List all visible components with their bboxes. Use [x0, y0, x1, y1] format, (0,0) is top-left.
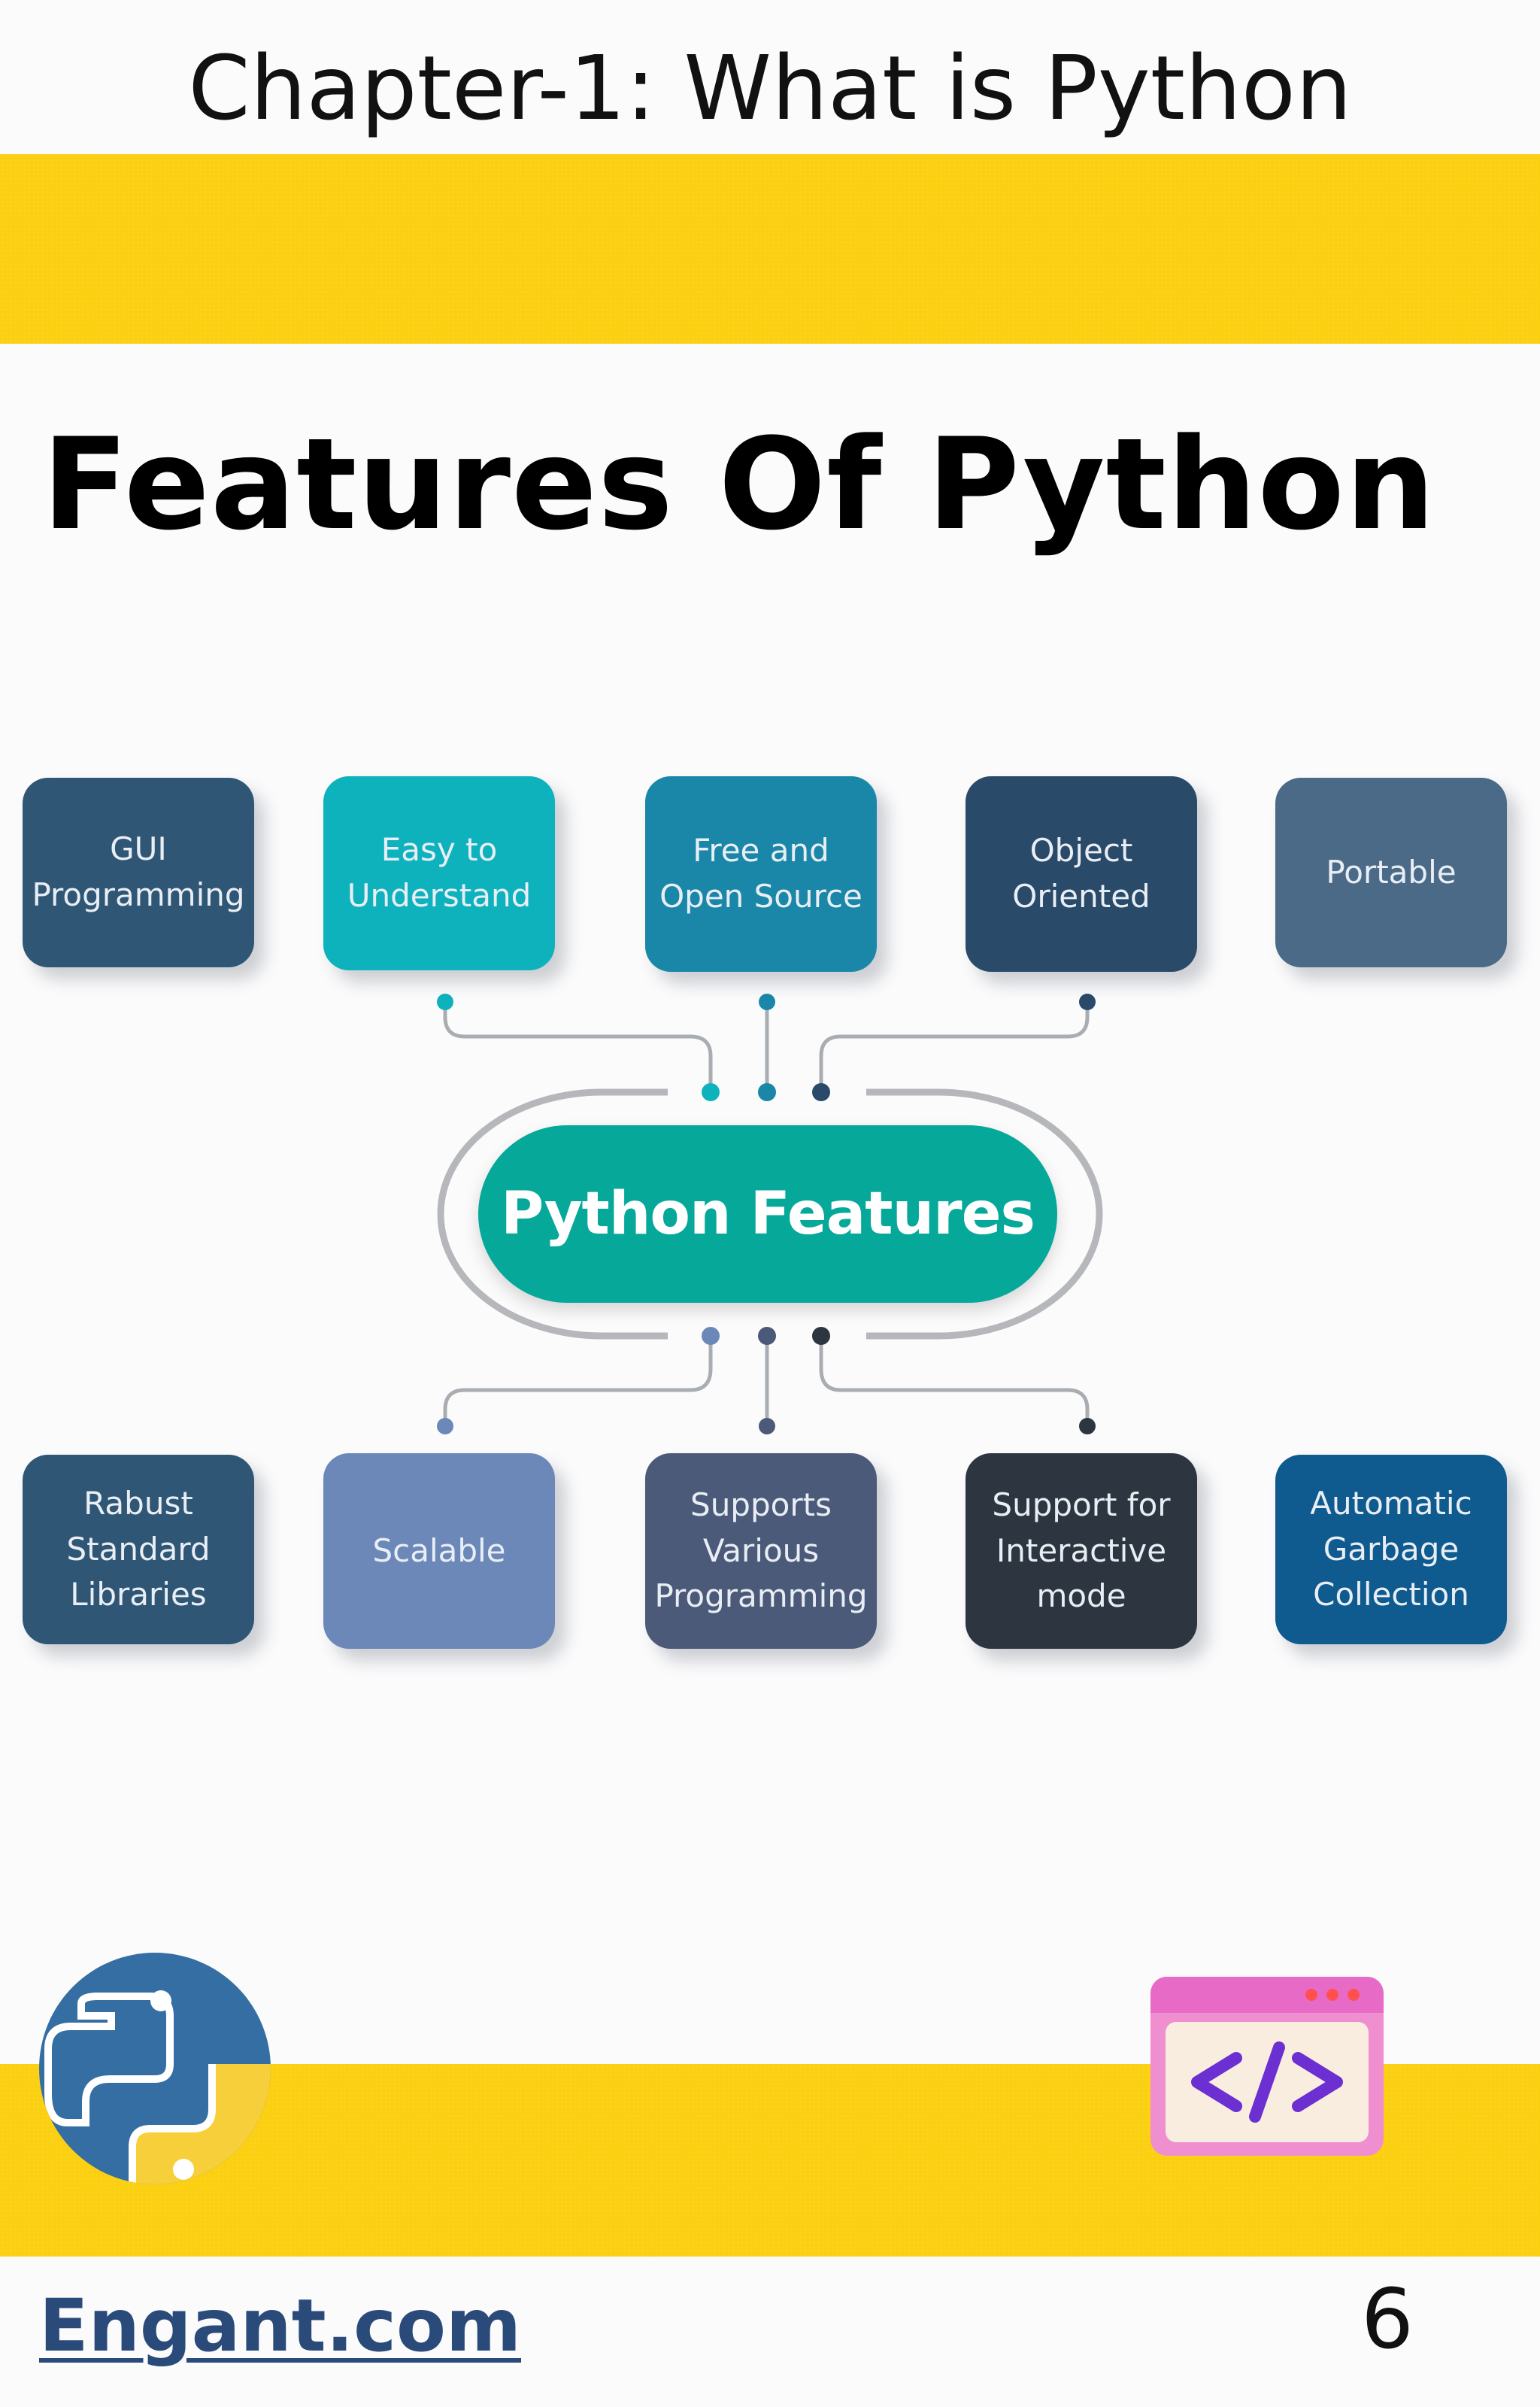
- feature-free-open-source: Free and Open Source: [645, 776, 877, 972]
- dot-easy: [437, 994, 453, 1010]
- connector-scalable: [443, 1336, 713, 1426]
- feature-label: Scalable: [372, 1531, 506, 1569]
- hub-ring-left: [437, 1088, 668, 1340]
- dot-free: [759, 994, 775, 1010]
- page-title: Features Of Python: [42, 411, 1436, 558]
- dot-supports: [759, 1418, 775, 1434]
- python-features-hub: Python Features: [478, 1125, 1057, 1303]
- feature-object-oriented: Object Oriented: [966, 776, 1197, 972]
- feature-label: Object Oriented: [1012, 832, 1150, 915]
- code-window-icon: [1150, 1977, 1384, 2156]
- dot-hub-bottom-3: [812, 1327, 830, 1345]
- features-diagram: GUI Programming Easy to Understand Free …: [0, 752, 1540, 1700]
- feature-label: GUI Programming: [32, 830, 245, 913]
- feature-portable: Portable: [1275, 778, 1507, 967]
- dot-hub-top-1: [702, 1083, 720, 1101]
- connector-object: [819, 1002, 1090, 1092]
- top-yellow-band: [0, 154, 1540, 344]
- dot-hub-top-2: [758, 1083, 776, 1101]
- dot-object: [1079, 994, 1096, 1010]
- feature-label: Automatic Garbage Collection: [1310, 1484, 1472, 1613]
- site-link[interactable]: Engant.com: [39, 2284, 522, 2368]
- chapter-title: Chapter-1: What is Python: [188, 36, 1352, 140]
- feature-label: Free and Open Source: [659, 832, 862, 915]
- dot-hub-bottom-2: [758, 1327, 776, 1345]
- feature-garbage-collection: Automatic Garbage Collection: [1275, 1455, 1507, 1644]
- feature-easy-to-understand: Easy to Understand: [323, 776, 555, 970]
- dot-scalable: [437, 1418, 453, 1434]
- feature-robust-libraries: Rabust Standard Libraries: [23, 1455, 254, 1644]
- dot-hub-bottom-1: [702, 1327, 720, 1345]
- page-number: 6: [1361, 2271, 1414, 2367]
- dot-interactive: [1079, 1418, 1096, 1434]
- feature-label: Rabust Standard Libraries: [66, 1484, 211, 1613]
- feature-interactive-mode: Support for Interactive mode: [966, 1453, 1197, 1649]
- feature-scalable: Scalable: [323, 1453, 555, 1649]
- feature-gui-programming: GUI Programming: [23, 778, 254, 967]
- connector-easy: [443, 1002, 713, 1092]
- connector-interactive: [819, 1336, 1090, 1426]
- feature-label: Support for Interactive mode: [992, 1486, 1171, 1615]
- feature-label: Supports Various Programming: [654, 1486, 868, 1615]
- python-logo-icon: [39, 1953, 271, 2184]
- connector-lines: [437, 994, 1103, 1434]
- feature-label: Portable: [1326, 853, 1457, 891]
- hub-ring-right: [866, 1088, 1103, 1340]
- feature-label: Easy to Understand: [347, 831, 532, 914]
- dot-hub-top-3: [812, 1083, 830, 1101]
- feature-supports-various-programming: Supports Various Programming: [645, 1453, 877, 1649]
